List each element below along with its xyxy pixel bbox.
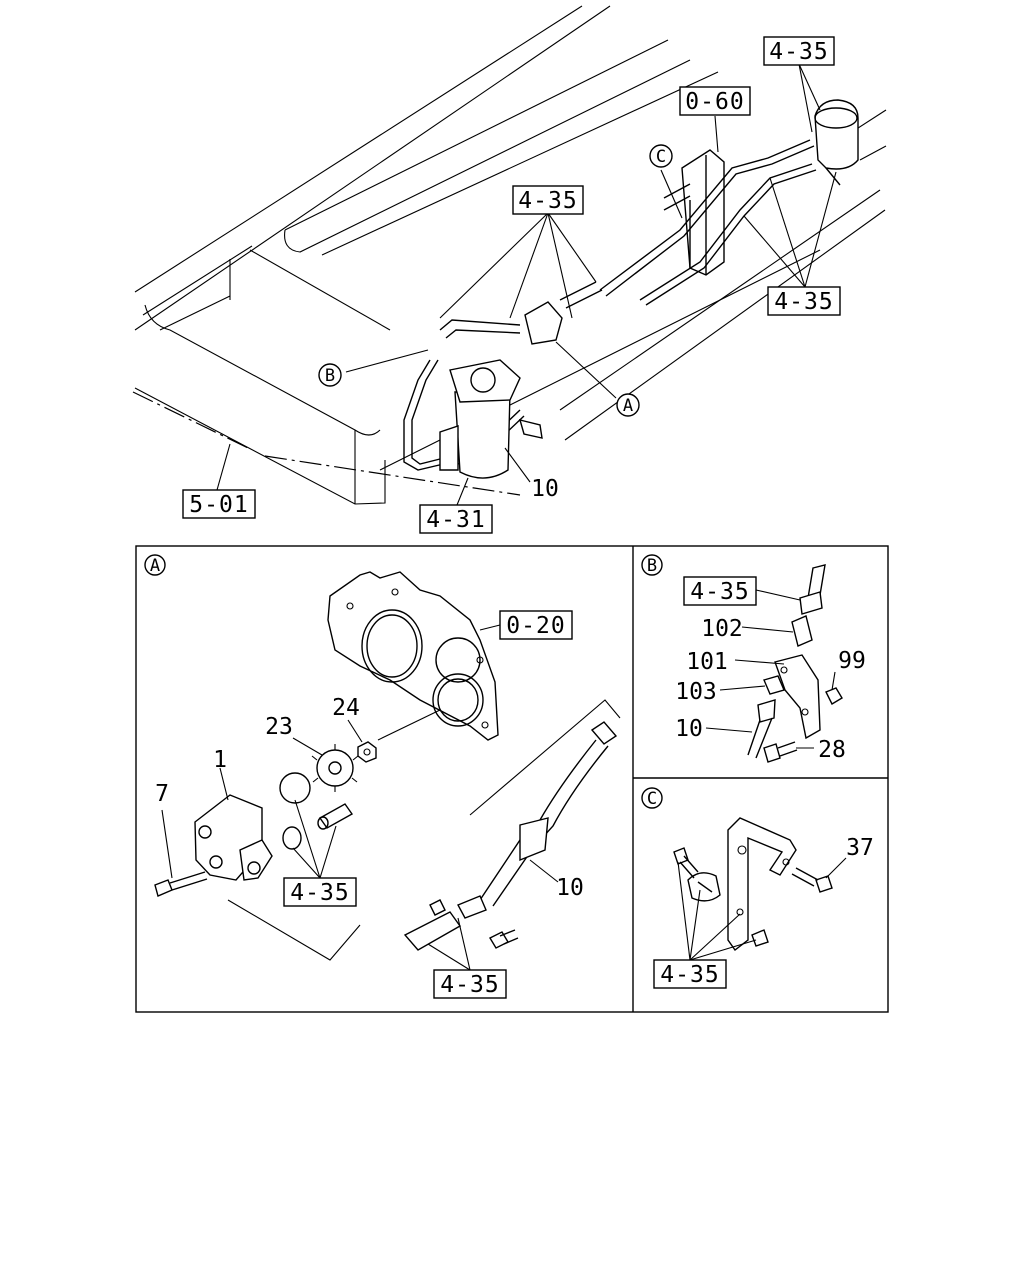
part-number-24: 24 (332, 695, 360, 721)
ref-box-4-35-seals: 4-35 (283, 877, 357, 907)
ref-box-4-35-center: 4-35 (512, 185, 584, 215)
detail-marker-b: B (647, 556, 657, 576)
ref-box-4-35-clips: 4-35 (653, 959, 727, 989)
ref-label: 4-35 (769, 39, 828, 65)
fitting (403, 895, 519, 951)
part-number-103: 103 (675, 679, 717, 705)
master-cylinder (439, 301, 563, 479)
ref-label: 0-20 (506, 613, 565, 639)
ref-box-4-35-top-right: 4-35 (763, 36, 835, 66)
part-number-101: 101 (686, 649, 728, 675)
ref-label: 4-31 (426, 507, 485, 533)
ref-label: 5-01 (189, 492, 248, 518)
detail-marker-a: A (150, 556, 160, 576)
ref-box-4-35-right: 4-35 (767, 286, 841, 316)
ref-label: 4-35 (290, 880, 349, 906)
leader-lines (216, 63, 837, 506)
nut-24 (357, 741, 377, 763)
detail-marker-c: C (647, 789, 657, 809)
part-number-28: 28 (818, 737, 846, 763)
part-number-10: 10 (556, 875, 584, 901)
part-number-10: 10 (675, 716, 703, 742)
part-number-102: 102 (701, 616, 743, 642)
ref-label: 0-60 (685, 89, 744, 115)
part-number-1: 1 (213, 747, 227, 773)
callout-label: A (623, 396, 633, 416)
pump-body-1 (194, 794, 273, 881)
ref-label: 4-35 (774, 289, 833, 315)
callout-label: C (656, 147, 666, 167)
ref-label: 4-35 (518, 188, 577, 214)
ref-box-4-31: 4-31 (419, 504, 493, 534)
callout-a: A (616, 393, 640, 417)
ref-box-0-60: 0-60 (679, 86, 751, 116)
sprocket-23 (311, 744, 359, 792)
detail-frame (135, 545, 889, 1013)
callout-b: B (318, 363, 342, 387)
part-number-99: 99 (838, 648, 866, 674)
ref-label: 4-35 (440, 972, 499, 998)
ref-label: 4-35 (660, 962, 719, 988)
ref-box-5-01: 5-01 (182, 489, 256, 519)
detail-c: C 4-35 37 (641, 787, 874, 989)
ref-box-4-35-hose: 4-35 (683, 576, 757, 606)
frame-outline (132, 5, 887, 505)
main-view: 4-35 0-60 4-35 4-35 5-01 4-31 10 B (132, 5, 887, 534)
detail-a: A (144, 554, 621, 999)
part-number-7: 7 (155, 781, 169, 807)
gasket-plate (327, 571, 499, 741)
bolt-7 (154, 871, 208, 897)
part-number-10: 10 (531, 476, 559, 502)
callout-c: C (649, 144, 673, 168)
ref-label: 4-35 (690, 579, 749, 605)
part-number-37: 37 (846, 835, 874, 861)
ref-box-0-20: 0-20 (499, 610, 573, 640)
hose-10 (479, 721, 618, 907)
detail-b: B 4-35 102 101 99 103 10 (641, 554, 866, 763)
part-number-23: 23 (265, 714, 293, 740)
reservoir (814, 99, 859, 186)
ref-box-4-35-pipe: 4-35 (433, 969, 507, 999)
callout-label: B (325, 366, 335, 386)
